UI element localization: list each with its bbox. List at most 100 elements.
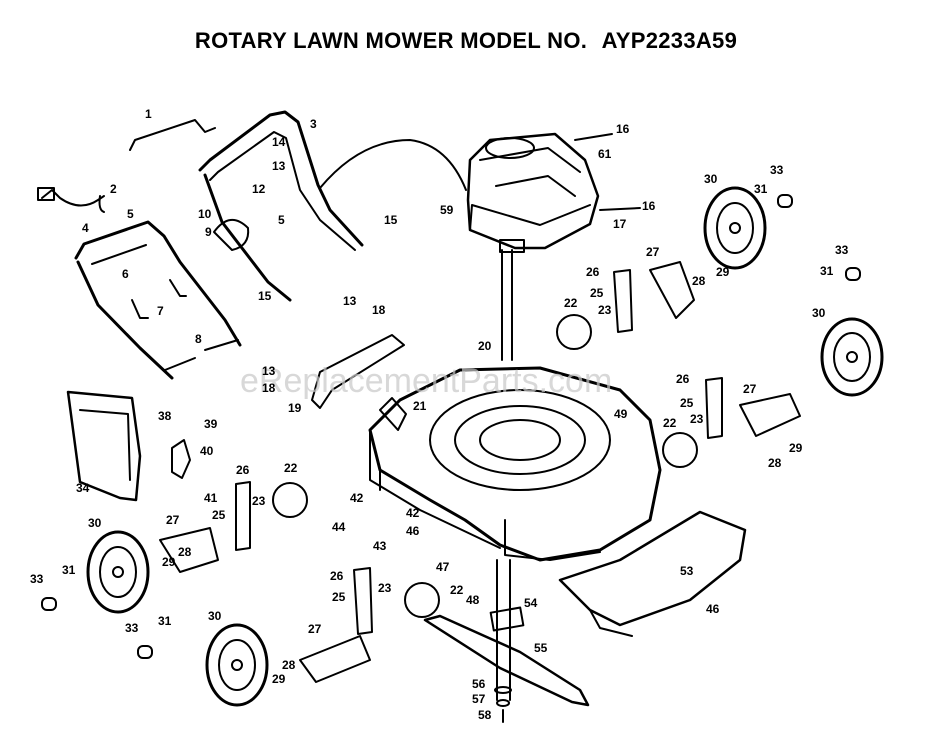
part-callout-c13c: 13: [262, 364, 276, 378]
part-callout-c40: 40: [200, 444, 214, 458]
gear-rl: [272, 482, 308, 518]
part-callout-c46a: 46: [406, 524, 420, 538]
part-callout-c25a: 25: [590, 286, 604, 300]
throttle-cable: [319, 139, 467, 191]
model-number: AYP2233A59: [601, 28, 738, 53]
part-callout-c21: 21: [413, 399, 427, 413]
part-callout-c26d: 26: [330, 569, 344, 583]
part-callout-c25d: 25: [332, 590, 346, 604]
part-callout-c23c: 23: [252, 494, 266, 508]
part-callout-c33d: 33: [125, 621, 139, 635]
part-callout-c48: 48: [466, 593, 480, 607]
part-callout-c42a: 42: [350, 491, 364, 505]
gear-fl: [404, 582, 440, 618]
engine-shaft: [501, 249, 513, 361]
wheel-front-left: [205, 623, 269, 707]
part-callout-c29d: 29: [272, 672, 286, 686]
part-callout-c27d: 27: [308, 622, 322, 636]
rear-shield: [311, 334, 405, 409]
side-discharge-shield: [558, 510, 747, 627]
part-callout-c57: 57: [472, 692, 486, 706]
part-callout-c49: 49: [614, 407, 628, 421]
part-callout-c8: 8: [195, 332, 202, 346]
part-callout-c23a: 23: [598, 303, 612, 317]
part-callout-c6: 6: [122, 267, 129, 281]
part-callout-c46b: 46: [706, 602, 720, 616]
part-callout-c61: 61: [598, 147, 612, 161]
part-callout-c7: 7: [157, 304, 164, 318]
part-callout-c41: 41: [204, 491, 218, 505]
part-callout-c54: 54: [524, 596, 538, 610]
lower-handle: [74, 220, 242, 347]
part-callout-c26b: 26: [676, 372, 690, 386]
part-callout-c30b: 30: [812, 306, 826, 320]
part-callout-c13a: 13: [272, 159, 286, 173]
part-callout-c23b: 23: [690, 412, 704, 426]
part-callout-c58: 58: [478, 708, 492, 722]
wheel-rear-right: [820, 317, 884, 397]
part-callout-c29b: 29: [789, 441, 803, 455]
part-callout-c25b: 25: [680, 396, 694, 410]
title-prefix: ROTARY LAWN MOWER MODEL NO.: [194, 28, 588, 53]
part-callout-c1: 1: [145, 107, 152, 121]
part-callout-c15b: 15: [258, 289, 272, 303]
engine: [466, 132, 600, 253]
part-callout-c15a: 15: [384, 213, 398, 227]
part-callout-c55: 55: [534, 641, 548, 655]
part-callout-c3: 3: [310, 117, 317, 131]
part-callout-c30a: 30: [704, 172, 718, 186]
part-callout-c33c: 33: [30, 572, 44, 586]
part-callout-c38: 38: [158, 409, 172, 423]
part-callout-c53: 53: [680, 564, 694, 578]
part-callout-c16b: 16: [642, 199, 656, 213]
part-callout-c31c: 31: [62, 563, 76, 577]
part-callout-c25c: 25: [212, 508, 226, 522]
part-callout-c22a: 22: [564, 296, 578, 310]
part-callout-c18a: 18: [372, 303, 386, 317]
part-callout-c28c: 28: [178, 545, 192, 559]
part-callout-c23d: 23: [378, 581, 392, 595]
part-callout-c31b: 31: [820, 264, 834, 278]
part-callout-c20: 20: [478, 339, 492, 353]
part-callout-c22b: 22: [663, 416, 677, 430]
part-callout-c34: 34: [76, 481, 90, 495]
part-callout-c26c: 26: [236, 463, 250, 477]
part-callout-c12: 12: [252, 182, 266, 196]
part-callout-c26a: 26: [586, 265, 600, 279]
part-callout-c14: 14: [272, 135, 286, 149]
part-callout-c31d: 31: [158, 614, 172, 628]
part-callout-c2: 2: [110, 182, 117, 196]
part-callout-c27a: 27: [646, 245, 660, 259]
gear-rr: [662, 432, 698, 468]
upper-handle: [198, 110, 364, 247]
part-callout-c22d: 22: [450, 583, 464, 597]
diagram-title: ROTARY LAWN MOWER MODEL NO. AYP2233A59: [0, 28, 932, 54]
part-callout-c5a: 5: [127, 207, 134, 221]
upper-handle-bar: [129, 119, 216, 151]
wheel-front-right: [703, 186, 767, 270]
part-callout-c42b: 42: [406, 506, 420, 520]
part-callout-c10: 10: [198, 207, 212, 221]
part-callout-c31a: 31: [754, 182, 768, 196]
part-callout-c28b: 28: [768, 456, 782, 470]
part-callout-c4: 4: [82, 221, 89, 235]
part-callout-c44: 44: [332, 520, 346, 534]
part-callout-c29a: 29: [716, 265, 730, 279]
part-callout-c19: 19: [288, 401, 302, 415]
part-callout-c30d: 30: [208, 609, 222, 623]
part-callout-c16a: 16: [616, 122, 630, 136]
part-callout-c29c: 29: [162, 555, 176, 569]
part-callout-c33b: 33: [835, 243, 849, 257]
part-callout-c28d: 28: [282, 658, 296, 672]
part-callout-c27b: 27: [743, 382, 757, 396]
part-callout-c27c: 27: [166, 513, 180, 527]
part-callout-c56: 56: [472, 677, 486, 691]
part-callout-c47: 47: [436, 560, 450, 574]
grass-bag-frame: [66, 390, 142, 502]
mower-blade: [423, 614, 590, 707]
part-callout-c5b: 5: [278, 213, 285, 227]
part-callout-c22c: 22: [284, 461, 298, 475]
part-callout-c43: 43: [373, 539, 387, 553]
